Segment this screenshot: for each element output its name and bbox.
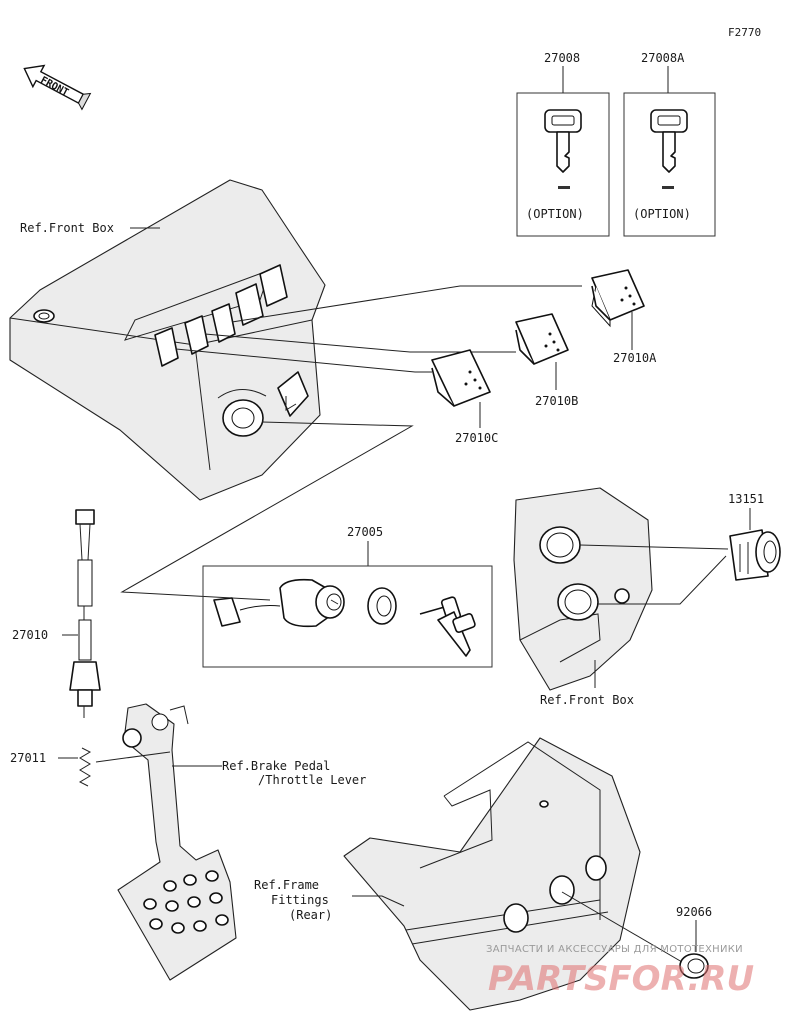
part-number-27010C: 27010C [455, 431, 498, 445]
key-icon [650, 109, 688, 173]
watermark-brand: PARTSFOR.RU [488, 959, 754, 999]
frame-fittings-rear [343, 737, 641, 1011]
ref-frame-line1: Ref.Frame [254, 878, 319, 892]
part-number-27008: 27008 [544, 51, 580, 65]
brake-pedal [117, 703, 237, 981]
rocker-switch-27010A [591, 269, 645, 350]
front-box-dashboard [9, 179, 326, 501]
part-number-27010A: 27010A [613, 351, 657, 365]
watermark-caption: ЗАПЧАСТИ И АКСЕССУАРЫ ДЛЯ МОТОТЕХНИКИ [486, 944, 743, 955]
ignition-keys [419, 596, 476, 657]
option-key-box-b: 27008A (OPTION) [623, 51, 716, 237]
part-number-27011: 27011 [10, 751, 46, 765]
power-socket-13151 [729, 529, 781, 581]
rocker-switch-27010B [515, 313, 569, 390]
ref-brake-pedal-line1: Ref.Brake Pedal [222, 759, 330, 773]
key-icon [544, 109, 582, 173]
ignition-switch-assembly [213, 578, 345, 628]
front-arrow-icon: FRONT [23, 64, 92, 111]
rocker-switch-27010C [431, 349, 491, 428]
rubber-plug-92066 [679, 953, 709, 979]
part-number-27008A: 27008A [641, 51, 685, 65]
option-label-a: (OPTION) [526, 207, 584, 221]
part-number-13151: 13151 [728, 492, 764, 506]
option-key-box-a: 27008 (OPTION) [516, 51, 610, 237]
ref-frame-line3: (Rear) [289, 908, 332, 922]
option-label-b: (OPTION) [633, 207, 691, 221]
switch-openings [154, 264, 288, 367]
pedal-pad-holes [143, 870, 229, 934]
ignition-nut [367, 587, 397, 625]
part-number-92066: 92066 [676, 905, 712, 919]
return-spring [78, 747, 92, 787]
ref-front-box-right: Ref.Front Box [540, 693, 634, 707]
part-number-27005: 27005 [347, 525, 383, 539]
diagram-code: F2770 [728, 26, 761, 39]
ref-front-box-top: Ref.Front Box [20, 221, 114, 235]
ref-frame-line2: Fittings [271, 893, 329, 907]
ref-brake-pedal-line2: /Throttle Lever [258, 773, 366, 787]
ignition-kit-box [202, 565, 493, 668]
brake-light-switch [69, 509, 101, 718]
part-number-27010: 27010 [12, 628, 48, 642]
front-box-socket-panel [513, 487, 653, 691]
part-number-27010B: 27010B [535, 394, 578, 408]
